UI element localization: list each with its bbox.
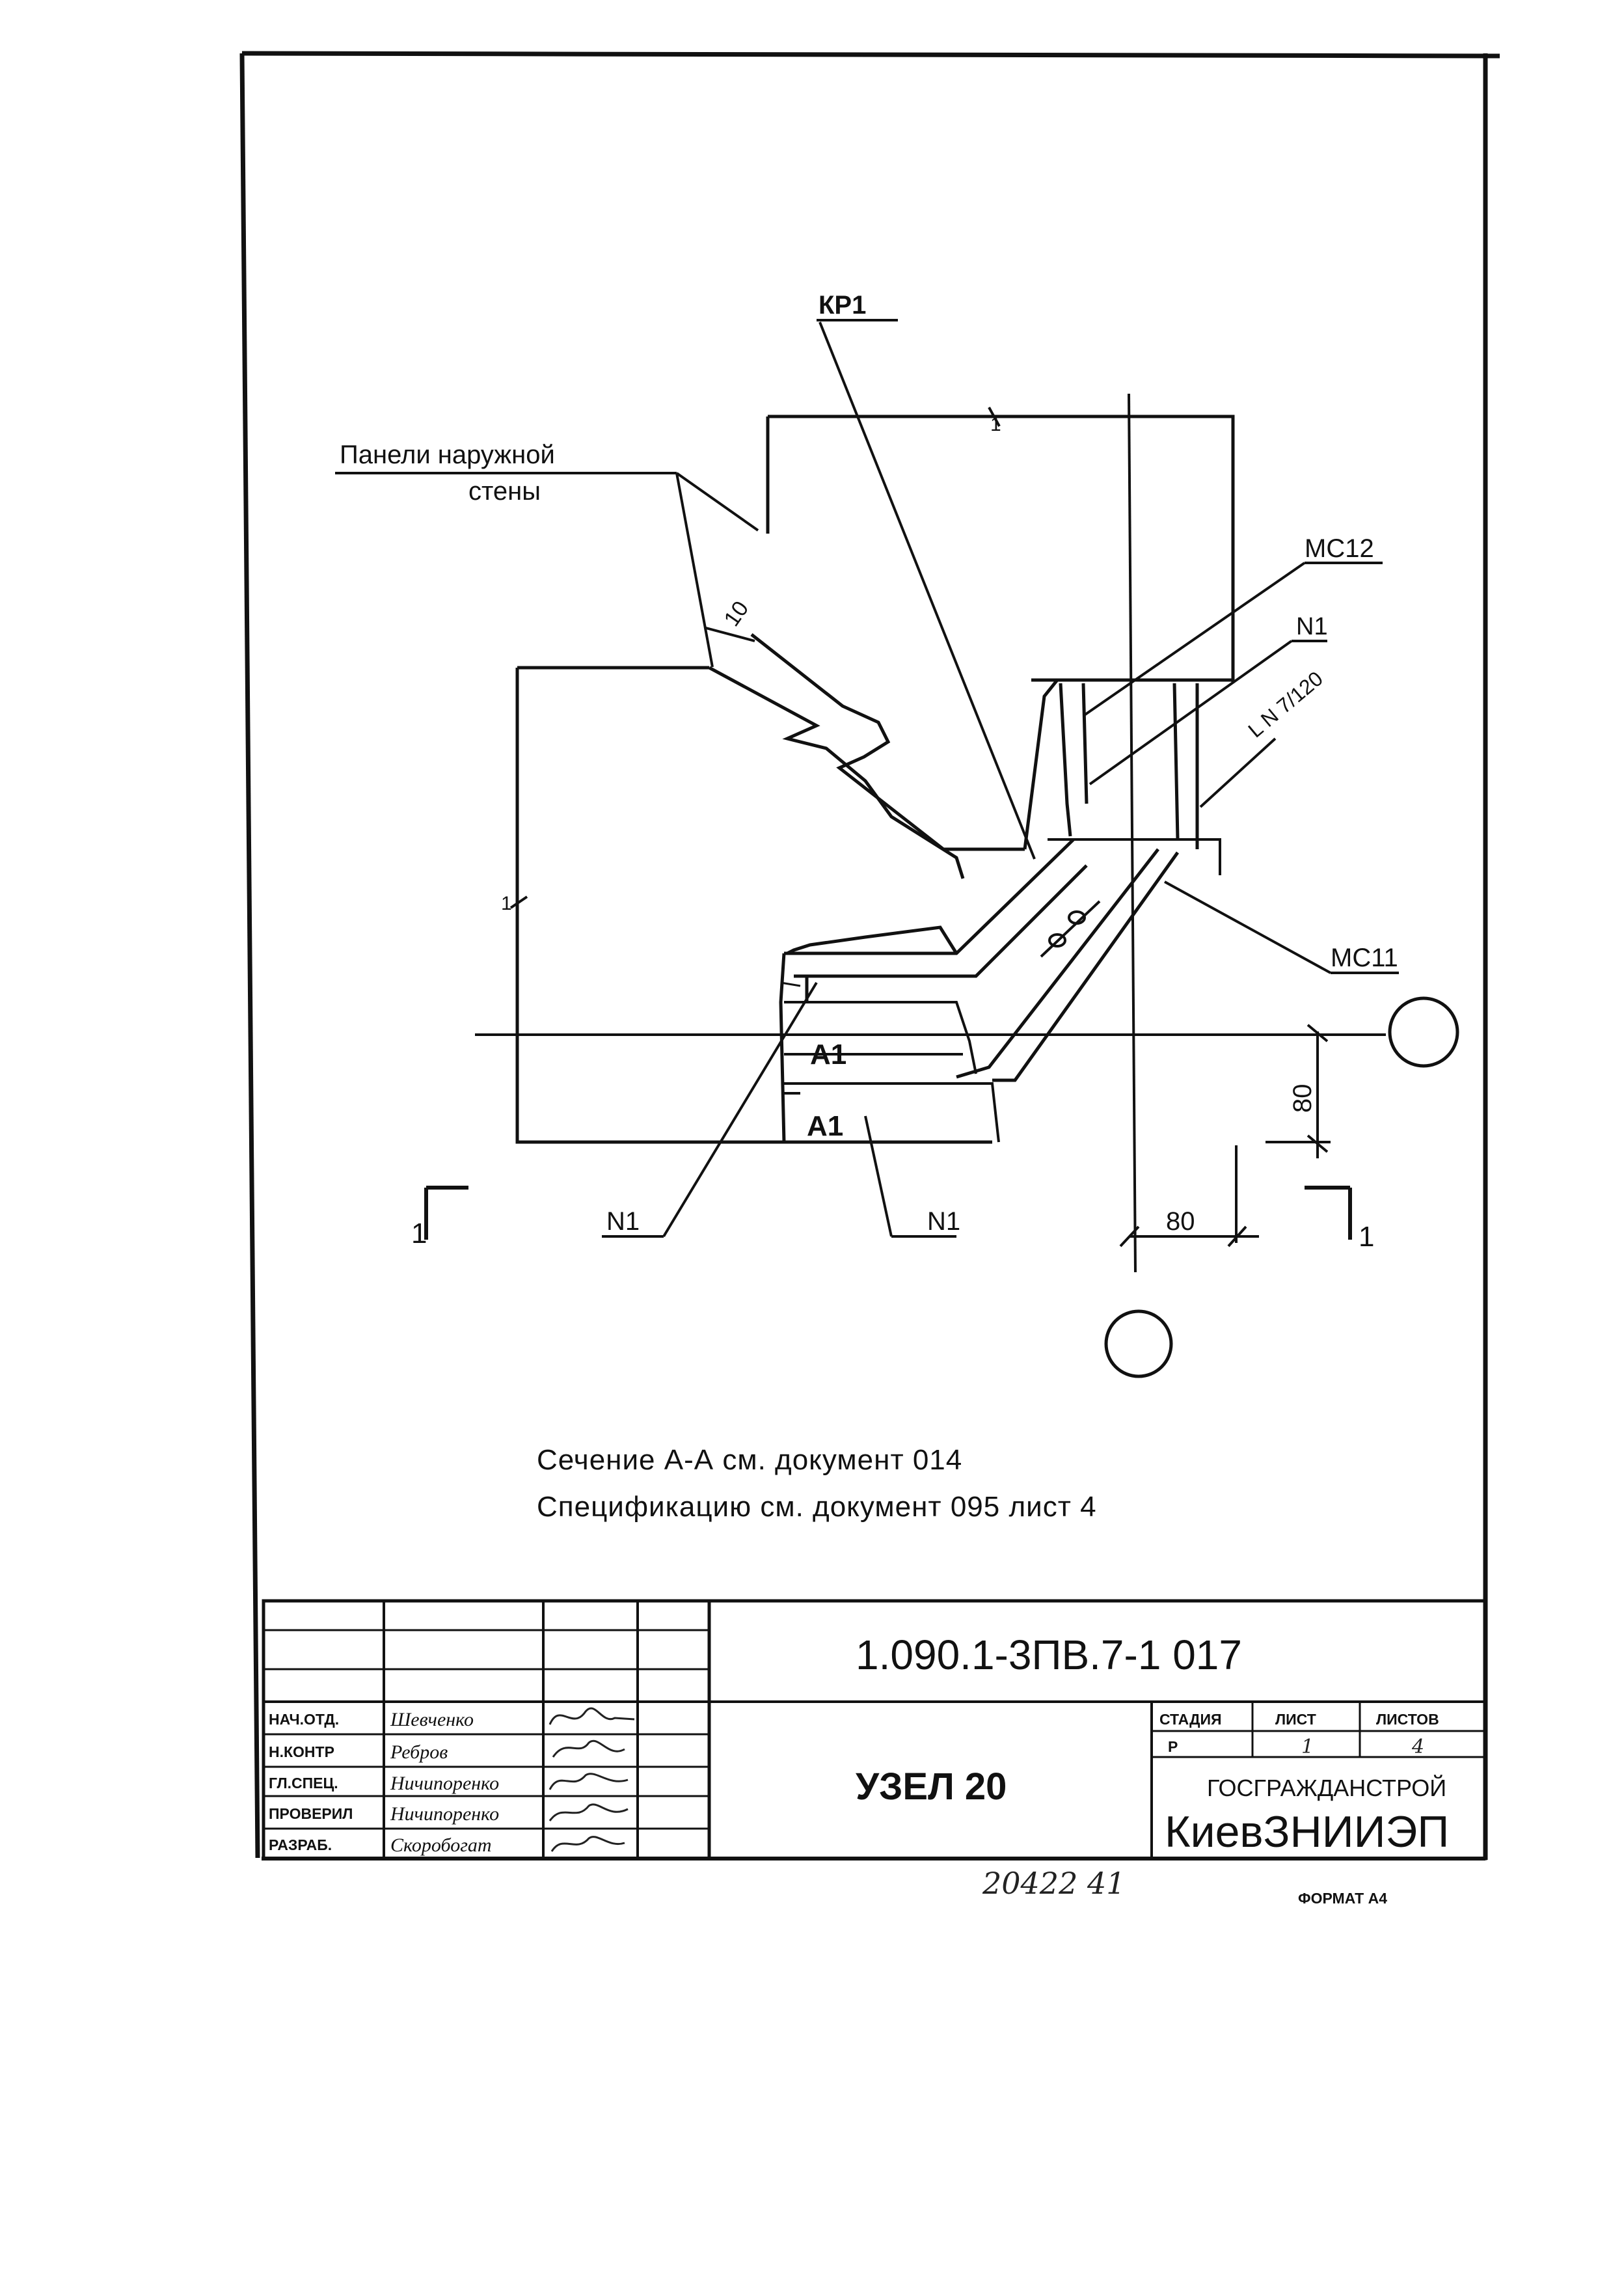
upper-wall-panel — [766, 407, 1235, 682]
label-panels-line2: стены — [468, 477, 541, 506]
label-n1-left: N1 — [606, 1207, 640, 1236]
name-checked: Ничипоренко — [390, 1803, 499, 1825]
footer: 20422 41 ФОРМАТ А4 — [982, 1866, 1387, 1907]
drawing-title: УЗЕЛ 20 — [856, 1765, 1007, 1808]
dimensions — [1119, 1024, 1331, 1247]
notes: Сечение А-А см. документ 014 Спецификаци… — [537, 1444, 1097, 1523]
document-code: 1.090.1-3ПВ.7-1 017 — [856, 1631, 1242, 1678]
label-mc11: МС11 — [1331, 944, 1398, 972]
note-specification: Спецификацию см. документ 095 лист 4 — [537, 1491, 1097, 1523]
label-dim-10: 10 — [719, 597, 753, 631]
name-norm-control: Ребров — [390, 1741, 448, 1763]
node-drawing: КР1 Панели наружной стены МС12 N1 L N 7/… — [335, 291, 1459, 1378]
sheet-header: ЛИСТ — [1275, 1711, 1316, 1728]
label-dim-80-vertical: 80 — [1288, 1084, 1317, 1113]
axis-bubble-vertical — [1104, 1309, 1173, 1378]
name-developed: Скоробогат — [390, 1834, 492, 1856]
label-n1-upper: N1 — [1296, 613, 1328, 640]
axis-lines — [475, 393, 1459, 1378]
label-n1-bottom: N1 — [927, 1207, 960, 1236]
label-kp1: КР1 — [819, 291, 866, 320]
role-chief-specialist: ГЛ.СПЕЦ. — [269, 1775, 338, 1792]
section-mark-left-number: 1 — [411, 1218, 427, 1249]
wall-mark-top: 1 — [990, 414, 1001, 435]
role-norm-control: Н.КОНТР — [269, 1743, 334, 1760]
label-dim-80-horizontal: 80 — [1166, 1207, 1195, 1236]
axis-bubble-horizontal — [1388, 996, 1459, 1068]
stage-header: СТАДИЯ — [1159, 1711, 1222, 1728]
format-label: ФОРМАТ А4 — [1298, 1890, 1387, 1907]
section-mark-right-number: 1 — [1359, 1221, 1374, 1253]
label-panels-line1: Панели наружной — [340, 441, 555, 469]
sheet-frame — [239, 51, 1500, 1861]
wall-mark-left: 1 — [501, 893, 512, 914]
label-a1-lower: А1 — [807, 1110, 843, 1142]
title-block: 1.090.1-3ПВ.7-1 017 УЗЕЛ 20 НАЧ.ОТД. Н.К… — [262, 1599, 1487, 1861]
sheets-header: ЛИСТОВ — [1376, 1711, 1439, 1728]
label-mc12: МС12 — [1305, 534, 1374, 563]
lower-wall-panel — [509, 666, 992, 1144]
organization-line1: ГОСГРАЖДАНСТРОЙ — [1207, 1774, 1446, 1801]
label-angle-profile: L N 7/120 — [1243, 666, 1327, 742]
section-marks — [424, 1186, 1352, 1240]
sheets-value: 4 — [1411, 1736, 1424, 1758]
signatures — [548, 1707, 635, 1852]
label-a1-upper: А1 — [810, 1039, 846, 1070]
stage-value: Р — [1168, 1738, 1178, 1755]
note-section: Сечение А-А см. документ 014 — [537, 1444, 962, 1476]
sheet-value: 1 — [1301, 1736, 1314, 1758]
leader-lines — [335, 319, 1399, 1238]
role-developed: РАЗРАБ. — [269, 1836, 332, 1853]
role-checked: ПРОВЕРИЛ — [269, 1805, 353, 1822]
organization-line2: КиевЗНИИЭП — [1165, 1807, 1449, 1857]
name-chief-specialist: Ничипоренко — [390, 1773, 499, 1794]
role-head-of-department: НАЧ.ОТД. — [269, 1711, 339, 1728]
inventory-number: 20422 41 — [982, 1866, 1126, 1901]
name-head-of-department: Шевченко — [390, 1709, 474, 1730]
joint-seal — [705, 627, 1025, 879]
column-bracket — [779, 678, 1233, 1143]
